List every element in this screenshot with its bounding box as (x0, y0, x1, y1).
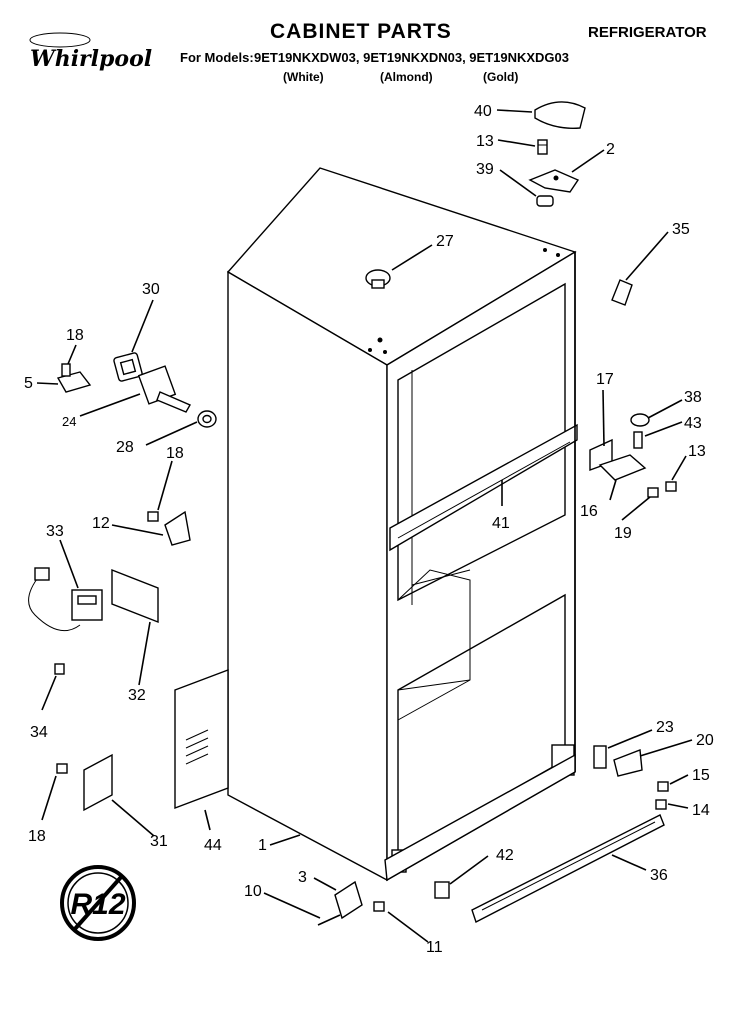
callout-12: 12 (92, 515, 110, 532)
callout-39: 39 (476, 161, 494, 178)
callout-27: 27 (436, 233, 454, 250)
callout-17: 17 (596, 371, 614, 388)
callout-34: 34 (30, 724, 48, 741)
part-3-leveling-leg (334, 880, 363, 920)
callout-44: 44 (204, 837, 222, 854)
part-23-bracket (593, 745, 607, 769)
part-31-cover (83, 753, 113, 812)
part-33-transformer (28, 567, 103, 632)
callout-42: 42 (496, 847, 514, 864)
callout-20: 20 (696, 732, 714, 749)
variant-almond: (Almond) (380, 70, 433, 84)
callout-18-top: 18 (66, 327, 84, 344)
callout-15: 15 (692, 767, 710, 784)
callout-14: 14 (692, 802, 710, 819)
part-18-screw-b (147, 511, 159, 522)
part-39-spacer (536, 195, 554, 207)
part-35-door-stop (611, 279, 633, 306)
part-34-screw (54, 663, 65, 675)
callout-24: 24 (62, 414, 76, 429)
part-5-bracket (56, 371, 92, 393)
callout-13: 13 (476, 133, 494, 150)
callout-30: 30 (142, 281, 160, 298)
part-10-screw (317, 914, 341, 926)
part-27-plug-button (365, 269, 391, 289)
part-43-pin (633, 431, 643, 449)
callout-28: 28 (116, 439, 134, 456)
callout-38: 38 (684, 389, 702, 406)
part-28-washer (197, 410, 217, 428)
part-18-screw-a (61, 363, 71, 377)
r12-refrigerant-seal: R12 (60, 865, 136, 941)
part-36-toe-grille (471, 814, 665, 923)
part-13-screw (537, 139, 548, 155)
variant-gold: (Gold) (483, 70, 519, 84)
callout-33: 33 (46, 523, 64, 540)
part-40-hinge-cover (534, 101, 586, 129)
leader-lines (36, 109, 693, 943)
part-18-screw-c (56, 763, 68, 774)
callout-36: 36 (650, 867, 668, 884)
part-15-screw (657, 781, 669, 792)
part-2-top-hinge (528, 169, 580, 193)
callout-32: 32 (128, 687, 146, 704)
callout-43: 43 (684, 415, 702, 432)
part-12-clip (164, 510, 191, 546)
models-prefix: For Models: (180, 50, 254, 65)
part-30-grommet (113, 352, 143, 382)
part-14-screw (655, 799, 667, 810)
callout-2: 2 (606, 141, 615, 158)
callout-13-right: 13 (688, 443, 706, 460)
part-13-screw-center (665, 481, 677, 492)
callout-35: 35 (672, 221, 690, 238)
refrigerator-cabinet (226, 167, 578, 882)
part-32-mounting-plate (111, 568, 159, 624)
callout-10: 10 (244, 883, 262, 900)
variant-white: (White) (283, 70, 324, 84)
part-42-clip (434, 881, 450, 899)
callout-18-mid: 18 (166, 445, 184, 462)
part-11-screw (373, 901, 385, 912)
callout-18-bottom: 18 (28, 828, 46, 845)
callout-5: 5 (24, 375, 33, 392)
whirlpool-logo: Whirlpool (29, 32, 152, 72)
callout-31: 31 (150, 833, 168, 850)
appliance-category: REFRIGERATOR (588, 24, 707, 41)
diagram-title: CABINET PARTS (270, 20, 452, 43)
part-24-hinge-pin (137, 365, 191, 413)
callout-23: 23 (656, 719, 674, 736)
callout-1: 1 (258, 837, 267, 854)
part-16-center-hinge (598, 454, 647, 481)
models-list: 9ET19NKXDW03, 9ET19NKXDN03, 9ET19NKXDG03 (254, 50, 570, 65)
callout-41: 41 (492, 515, 510, 532)
part-44-rear-panel (174, 668, 229, 810)
svg-text:Whirlpool: Whirlpool (30, 46, 152, 72)
part-19-screw (647, 487, 659, 498)
callout-11: 11 (426, 939, 443, 956)
callout-3: 3 (298, 869, 307, 886)
part-38-washer (630, 413, 650, 427)
callout-16: 16 (580, 503, 598, 520)
part-20-bottom-hinge (613, 749, 643, 777)
callout-19: 19 (614, 525, 632, 542)
callout-labels: 40 13 2 39 35 27 30 18 5 24 28 18 12 33 … (24, 103, 714, 956)
callout-40: 40 (474, 103, 492, 120)
